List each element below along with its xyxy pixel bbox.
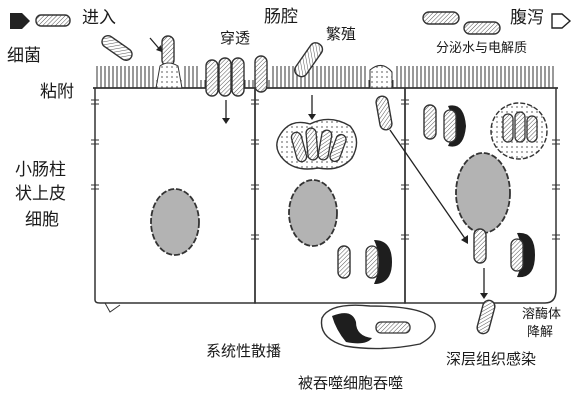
invading-bacteria	[205, 55, 268, 97]
bacterium-penetrating-2	[218, 57, 232, 97]
vacuole-cell-3	[490, 102, 548, 160]
bacterium-penetrating-3	[231, 57, 245, 97]
bacterium-penetrating-4	[254, 55, 268, 93]
bacterium-attached	[161, 35, 175, 67]
lysosome-bacteria	[365, 105, 535, 284]
phagocyte	[320, 304, 436, 350]
basal-membrane-mark	[104, 302, 121, 313]
intracellular-bacteria	[337, 95, 496, 335]
label-lysosome-line-2: 降解	[527, 325, 554, 340]
vacuole-cell-2	[276, 118, 358, 170]
microvilli-brush-border	[96, 66, 554, 88]
bacterium-penetrating-1	[205, 59, 219, 97]
label-epithelium-line-2: 状上皮	[15, 184, 66, 204]
label-proliferate: 繁殖	[326, 25, 357, 43]
label-epithelium-line-3: 细胞	[25, 210, 59, 230]
label-systemic-spread: 系统性散播	[206, 342, 282, 360]
label-phagocytosed: 被吞噬细胞吞噬	[298, 374, 404, 392]
label-secretion: 分泌水与电解质	[436, 41, 528, 56]
label-intestinal-lumen: 肠腔	[264, 7, 298, 27]
epithelial-cell-3	[404, 88, 557, 304]
label-lysosome-line-1: 溶酶体	[522, 307, 562, 322]
bacterium-legend	[35, 14, 71, 27]
diarrhea-arrow-icon	[551, 13, 572, 29]
label-deep-tissue-infection: 深层组织感染	[446, 350, 537, 368]
arrow-heads	[156, 45, 488, 299]
bacterium-lumen-2	[463, 21, 501, 35]
label-penetrate: 穿透	[220, 29, 251, 47]
bacterium-lumen-1	[422, 11, 460, 25]
label-epithelium-line-1: 小肠柱	[15, 160, 66, 180]
label-bacteria: 细菌	[7, 46, 41, 66]
nucleus-3	[455, 152, 511, 234]
label-adhere: 粘附	[40, 82, 74, 102]
bacterium-entering	[101, 34, 133, 62]
lumen-bacteria	[35, 11, 501, 78]
bacterium-proliferating	[294, 42, 324, 78]
nucleus-2	[288, 179, 338, 247]
label-enter: 进入	[82, 8, 116, 28]
secretion-dots	[369, 65, 393, 89]
cell-junctions	[91, 99, 560, 240]
cell-nuclei	[150, 152, 511, 256]
nucleus-1	[150, 188, 200, 256]
bacteria-legend-arrow	[10, 13, 30, 29]
epithelial-cell-1	[94, 88, 256, 304]
label-diarrhea: 腹泻	[510, 8, 544, 28]
attachment-pedestal	[155, 62, 183, 89]
